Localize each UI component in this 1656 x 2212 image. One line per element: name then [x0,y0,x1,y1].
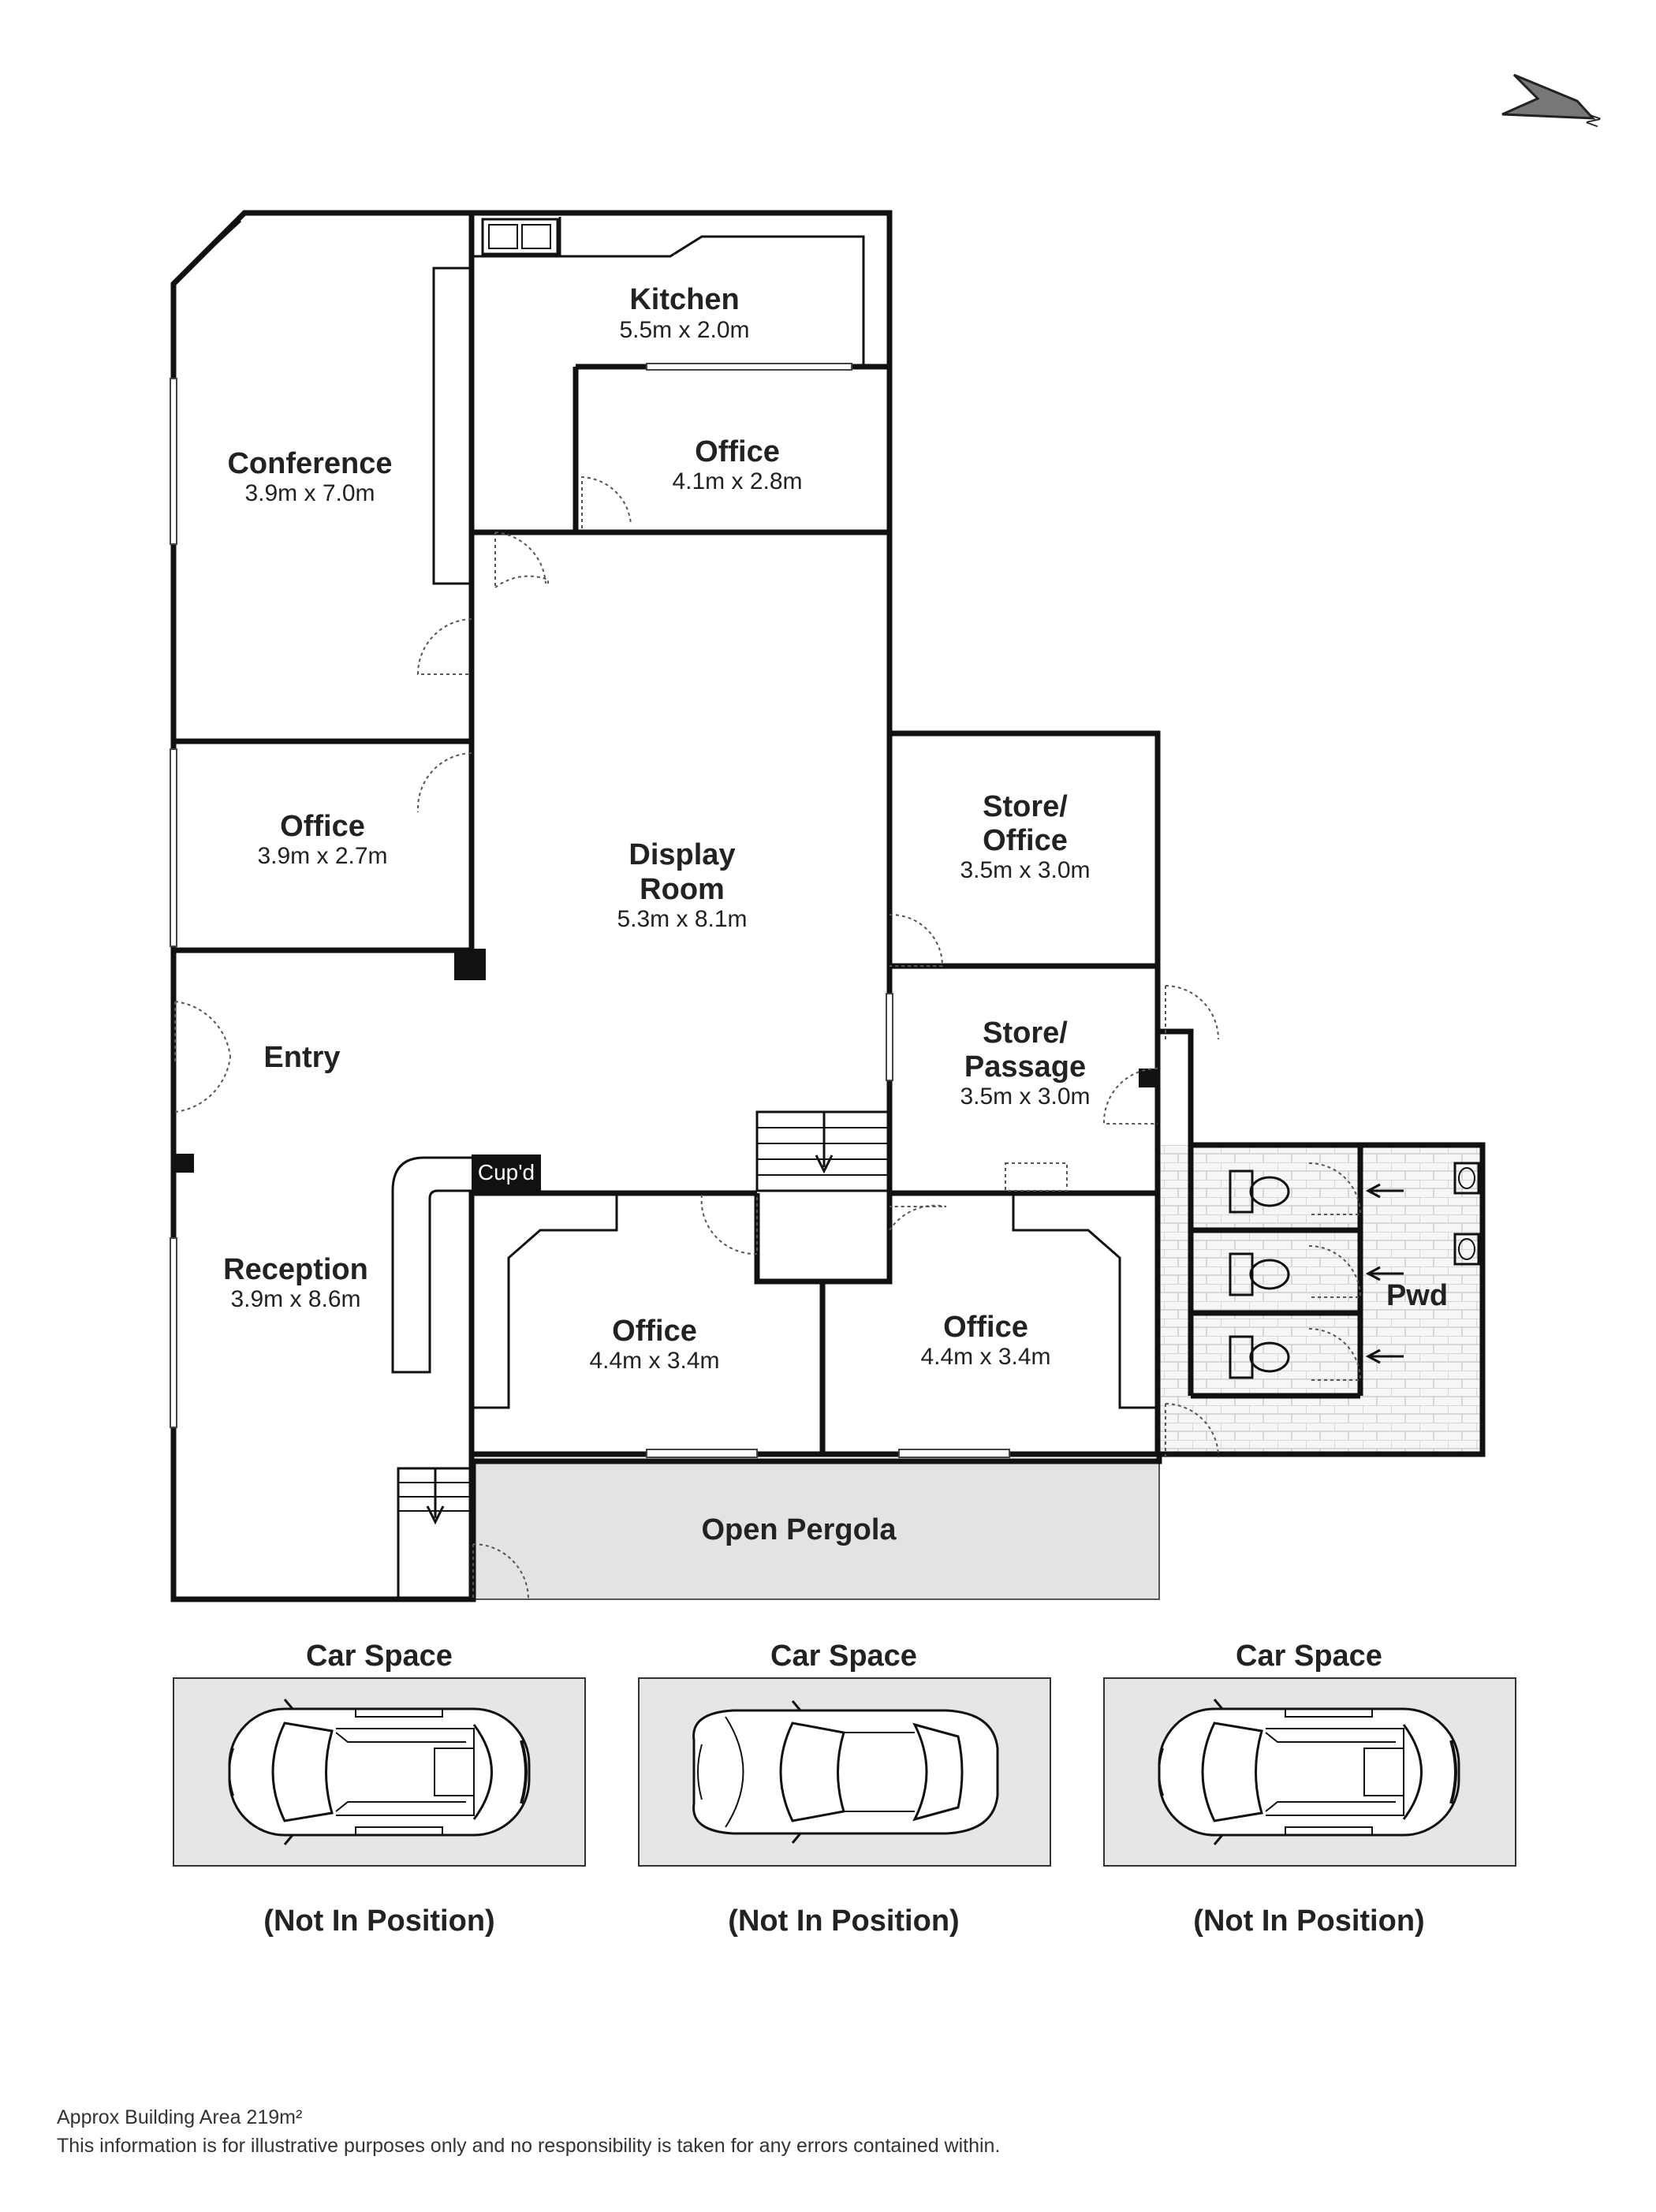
car-space-2: Car Space (Not In Position) [638,1639,1051,1938]
toilet-icon [1229,1169,1290,1379]
office-south-left-dims: 4.4m x 3.4m [589,1348,719,1374]
store-passage-label-2: Passage [964,1050,1086,1084]
car-space-title: Car Space [770,1639,917,1673]
store-office-label-1: Store/ [983,790,1068,823]
basin-icon [1453,1162,1480,1266]
cupd-label: Cup'd [478,1160,535,1184]
kitchen-bench [473,213,865,367]
store-office-dims: 3.5m x 3.0m [960,857,1090,883]
car-icon [692,1699,999,1845]
pwd-floor-tiles [1159,1145,1483,1454]
office-desk [473,1193,618,1409]
compass-label: N [1582,111,1605,129]
car-space-3: Car Space (Not In Position) [1103,1639,1516,1938]
column [454,949,486,980]
pergola-label: Open Pergola [701,1513,897,1546]
sliding-door [646,363,852,371]
building-area: Approx Building Area 219m² [57,2106,302,2128]
kitchen-dims: 5.5m x 2.0m [619,317,749,343]
pwd-label: Pwd [1386,1279,1448,1312]
car-icon [228,1698,531,1846]
office-west-dims: 3.9m x 2.7m [257,843,387,869]
conference-label: Conference [227,447,392,480]
conference-bench [432,267,472,585]
sliding-door [886,993,893,1081]
car-space-title: Car Space [1236,1639,1382,1673]
conference-dims: 3.9m x 7.0m [244,480,375,506]
store-passage-dims: 3.5m x 3.0m [960,1084,1090,1110]
car-space-note: (Not In Position) [263,1904,494,1938]
car-space-note: (Not In Position) [1193,1904,1424,1938]
store-office-label-2: Office [983,824,1068,857]
hatch [1005,1162,1068,1192]
window [170,378,177,545]
office-desk [1012,1193,1158,1409]
sliding-door [646,1449,758,1458]
column [175,1154,194,1173]
reception-dims: 3.9m x 8.6m [230,1286,360,1312]
pergola-area [472,1460,1160,1600]
office-south-right-label: Office [943,1311,1028,1344]
office-south-right-dims: 4.4m x 3.4m [920,1344,1050,1370]
entry-label: Entry [263,1041,340,1074]
window [170,748,177,947]
window [170,1237,177,1428]
reception-label: Reception [223,1253,368,1286]
disclaimer: This information is for illustrative pur… [57,2135,1000,2157]
north-arrow-icon: N [1501,73,1605,130]
office-north-dims: 4.1m x 2.8m [672,468,802,494]
door-swings [174,476,1362,1600]
sliding-door [898,1449,1010,1458]
store-passage-label-1: Store/ [983,1016,1068,1050]
corner-window [184,219,242,274]
column [1139,1069,1158,1087]
stairs [397,1110,891,1601]
display-room-dims: 5.3m x 8.1m [617,906,747,932]
office-south-left-label: Office [612,1315,697,1348]
arrow-icon [1365,1183,1404,1364]
car-space-note: (Not In Position) [728,1904,959,1938]
cupd-box [472,1154,541,1191]
office-west-label: Office [280,810,365,843]
display-room-label-2: Room [640,873,725,906]
display-room-label-1: Display [628,838,735,871]
kitchen-label: Kitchen [629,283,739,316]
exterior-wall [170,210,1486,1602]
reception-desk [391,1156,475,1374]
car-space-1: Car Space (Not In Position) [173,1639,586,1938]
car-icon [1158,1698,1460,1846]
office-north-label: Office [695,435,780,468]
car-space-title: Car Space [306,1639,453,1673]
